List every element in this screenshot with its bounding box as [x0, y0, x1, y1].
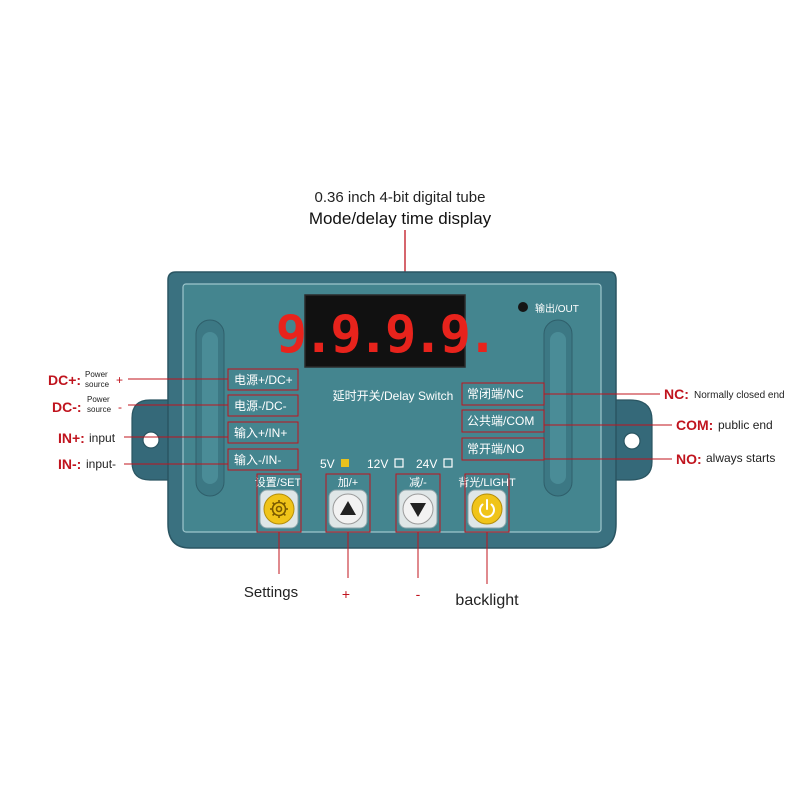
- callout-in-plus-key: IN+:: [58, 430, 85, 446]
- output-led: [518, 302, 528, 312]
- callout-no-text: always starts: [706, 451, 775, 465]
- callouts-left: DC+: Power source + DC-: Power source - …: [48, 370, 123, 472]
- callout-dc-plus-small2: source: [85, 380, 110, 389]
- highlight-com: [461, 409, 545, 433]
- gear-icon: [270, 500, 288, 518]
- callout-in-minus-key: IN-:: [58, 456, 81, 472]
- label-settings: Settings: [244, 584, 298, 601]
- terminal-label-com: 公共端/COM: [467, 414, 534, 428]
- voltage-selector: 5V 12V 24V: [320, 457, 453, 471]
- terminal-label-dc-plus: 电源+/DC+: [234, 373, 293, 387]
- highlight-no: [461, 437, 545, 461]
- voltage-indicator-24v: [443, 458, 453, 468]
- callout-com-text: public end: [718, 418, 773, 432]
- voltage-label-5v: 5V: [320, 457, 335, 471]
- terminal-labels-right: 常闭端/NC 公共端/COM 常开端/NO: [467, 387, 534, 456]
- down-triangle-icon: [410, 503, 426, 517]
- callout-dc-plus-small1: Power: [85, 370, 108, 379]
- bottom-labels: Settings + - backlight: [244, 584, 519, 609]
- label-minus: -: [416, 586, 421, 602]
- terminal-labels-left: 电源+/DC+ 电源-/DC- 输入+/IN+ 输入-/IN-: [234, 373, 293, 467]
- button-label-minus: 减/-: [409, 476, 427, 489]
- terminal-label-nc: 常闭端/NC: [467, 387, 524, 401]
- button-label-plus: 加/+: [338, 476, 358, 489]
- led-display: [304, 294, 466, 368]
- up-triangle-icon: [340, 501, 356, 515]
- side-slot-right-inner: [550, 332, 566, 484]
- header-line2: Mode/delay time display: [309, 209, 492, 228]
- minus-button[interactable]: [398, 489, 438, 529]
- mounting-hole-right: [623, 432, 641, 450]
- highlight-in-plus: [227, 421, 299, 444]
- voltage-indicator-5v: [341, 459, 349, 467]
- side-slot-left-inner: [202, 332, 218, 484]
- label-backlight: backlight: [455, 592, 519, 609]
- callout-dc-minus-small2: source: [87, 405, 112, 414]
- callout-dc-minus-suffix: -: [118, 400, 122, 414]
- callout-com-key: COM:: [676, 417, 713, 433]
- callout-lines: [124, 378, 672, 584]
- terminal-label-no: 常开端/NO: [467, 442, 524, 456]
- label-plus: +: [342, 586, 350, 602]
- voltage-indicator-12v: [394, 458, 404, 468]
- display-digits: 9.9.9.9.: [276, 305, 494, 365]
- callout-nc-key: NC:: [664, 386, 689, 402]
- highlight-in-minus: [227, 448, 299, 471]
- button-label-set: 设置/SET: [255, 476, 302, 489]
- callout-dc-plus-suffix: +: [116, 373, 123, 387]
- output-label: 输出/OUT: [535, 302, 579, 315]
- device: 9.9.9.9. 输出/OUT 延时开关/Delay Switch 电源+/DC…: [131, 271, 653, 549]
- voltage-label-24v: 24V: [416, 457, 437, 471]
- terminal-label-in-plus: 输入+/IN+: [234, 425, 287, 440]
- set-button[interactable]: [259, 489, 299, 529]
- callout-in-minus-text: input-: [86, 457, 116, 471]
- terminal-label-dc-minus: 电源-/DC-: [234, 399, 287, 413]
- callout-dc-minus-small1: Power: [87, 395, 110, 404]
- light-button[interactable]: [467, 489, 507, 529]
- power-icon: [479, 499, 495, 518]
- callout-in-plus-text: input: [89, 431, 116, 445]
- mounting-hole-left: [142, 431, 160, 449]
- device-title: 延时开关/Delay Switch: [333, 389, 454, 403]
- plus-button[interactable]: [328, 489, 368, 529]
- terminal-label-in-minus: 输入-/IN-: [234, 452, 281, 467]
- callout-dc-minus-key: DC-:: [52, 399, 82, 415]
- callouts-right: NC: Normally closed end COM: public end …: [664, 386, 785, 467]
- callout-no-key: NO:: [676, 451, 702, 467]
- header-line1: 0.36 inch 4-bit digital tube: [315, 189, 486, 206]
- callout-dc-plus-key: DC+:: [48, 372, 81, 388]
- callout-nc-text: Normally closed end: [694, 390, 785, 401]
- voltage-label-12v: 12V: [367, 457, 388, 471]
- button-label-light: 背光/LIGHT: [458, 475, 516, 489]
